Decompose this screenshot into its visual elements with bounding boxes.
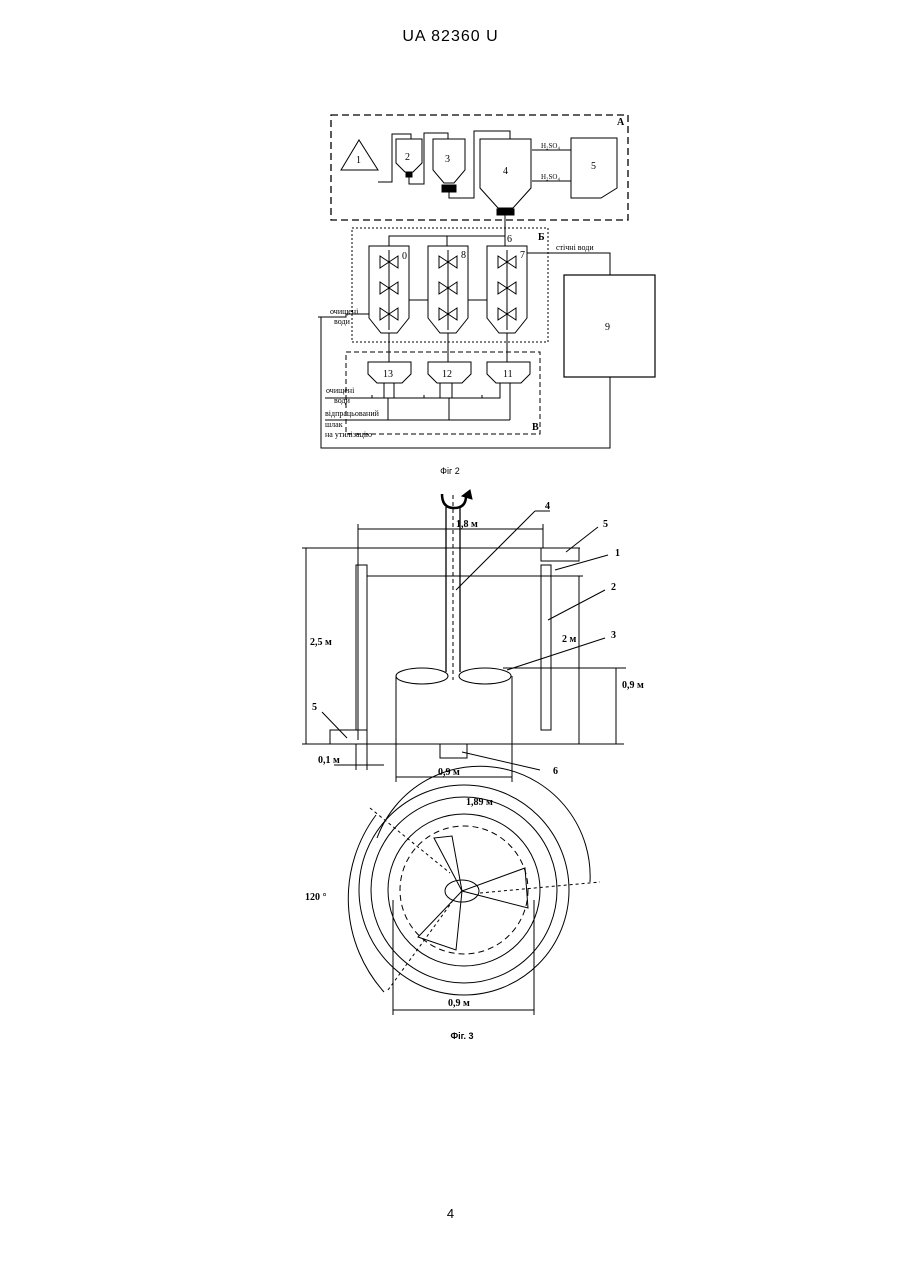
outer-dim-label: 1,89 м [466,797,493,808]
pipe-13b [394,383,395,398]
wall-right [541,565,551,730]
part-4: 4 [545,501,550,512]
zone-b-label: Б [538,232,545,243]
fig2-diagram: А 1 2 3 4 5 H₂SO₄ H₂SO₄ 6 Б [318,115,655,476]
unit-3-number: 3 [445,154,450,165]
leader-5b [322,712,347,738]
part-1: 1 [615,548,620,559]
pipe-11a [482,383,500,398]
unit-3-outlet [442,185,456,192]
zone-v-label: В [532,422,539,433]
angle-ray-2 [388,902,452,990]
blade-right-plan [462,868,528,908]
fig3-caption: Фіг. 3 [450,1031,473,1041]
purified-water-1-l2: води [334,317,351,326]
unit-2-outlet [406,172,412,177]
fig3-plan: 120 ° 1,89 м 0,9 м Фіг. 3 [305,766,600,1041]
blade-left [396,668,448,684]
purified-water-2-l2: води [334,396,351,405]
unit-1-number: 1 [356,155,361,166]
dim-inner-height: 2 м [562,634,577,645]
dim-total-height: 2,5 м [310,637,332,648]
part-6: 6 [553,766,558,777]
page-number: 4 [0,1206,901,1221]
dim-impeller-height: 0,9 м [622,680,644,691]
leader-3 [507,638,605,670]
unit-8-number: 7 [520,250,525,261]
purified-water-1-l1: очищені [330,307,359,316]
angle-ray-1 [370,808,450,873]
angle-arc [348,815,384,992]
acid-bottom-label: H₂SO₄ [541,173,560,181]
base-left-5 [330,730,367,744]
outlet-6 [440,744,467,758]
part-2: 2 [611,582,616,593]
unit-2-number: 2 [405,152,410,163]
part-5b: 5 [312,702,317,713]
blade-upper [434,836,462,891]
slag-l3: на утилізацію [325,430,372,439]
unit-12-number: 12 [442,369,452,380]
part-5: 5 [603,519,608,530]
purified-water-2-l1: очищені [326,386,355,395]
rotation-arrowhead-icon [462,490,472,499]
dim-gap: 0,1 м [318,755,340,766]
angle-label: 120 ° [305,892,327,903]
pipe-12a [424,383,440,398]
pipe-13a [372,383,384,398]
zone-v-frame [346,352,540,434]
wastewater-line [527,253,610,275]
part-3: 3 [611,630,616,641]
fig2-caption: Фіг 2 [440,466,460,476]
return-loop [321,317,610,448]
unit-6-number: 6 [507,234,512,245]
flow-2-3 [409,133,448,184]
acid-top-label: H₂SO₄ [541,142,560,150]
leader-5 [566,527,598,552]
unit-4-outlet [497,209,514,215]
unit-11-number: 11 [503,369,513,380]
blade-right [459,668,511,684]
fig3-section: 1,8 м 2,5 м 2 м 0,9 м 0,1 м 0,9 м 4 5 1 … [302,490,644,782]
dim-top-width: 1,8 м [456,519,478,530]
unit-5-number: 5 [591,161,596,172]
inner-dim-label: 0,9 м [448,998,470,1009]
slag-l1: відпрацьований [325,409,380,418]
pipe-12b [452,383,458,398]
leader-6 [462,752,540,770]
blade-lower [418,891,462,950]
slag-l2: шлак [325,420,343,429]
zone-a-label: А [617,117,625,128]
unit-7-number: 9 [605,322,610,333]
outer-dim-arc [377,766,590,882]
unit-13-number: 13 [383,369,393,380]
unit-4-number: 4 [503,166,508,177]
unit-0-number: 0 [402,251,407,262]
wastewater-label: стічні води [556,243,594,252]
unit-9-number: 8 [461,250,466,261]
top-right-5 [541,548,579,561]
zone-b-frame [352,228,548,342]
leader-1 [555,555,608,570]
leader-2 [548,590,605,620]
